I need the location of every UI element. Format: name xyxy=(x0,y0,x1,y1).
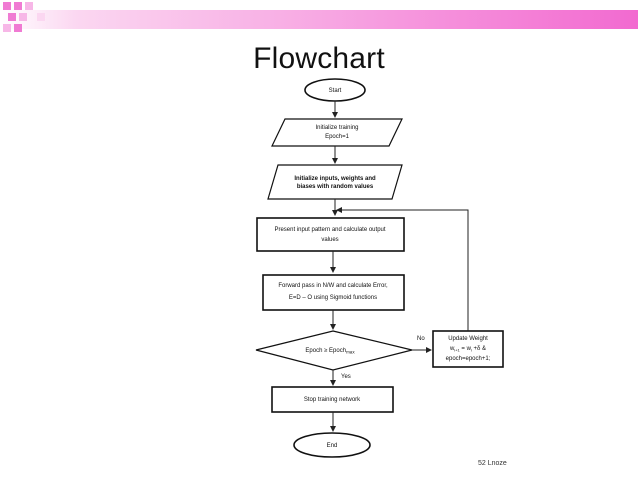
forward-line1: Forward pass in N/W and calculate Error, xyxy=(278,283,388,289)
decision-label: Epoch ≥ Epochmax xyxy=(305,348,355,355)
page-title: Flowchart xyxy=(253,42,385,75)
forward-pass-node: Forward pass in N/W and calculate Error,… xyxy=(262,274,405,311)
decorative-squares xyxy=(3,2,45,32)
init-training-line2: Epoch=1 xyxy=(325,134,350,140)
init-inputs-line1: Initialize inputs, weights and xyxy=(294,176,376,182)
update-line1: Update Weight xyxy=(448,336,488,342)
update-line2: wi+1 = wi +δ & xyxy=(449,346,486,353)
stop-label: Stop training network xyxy=(304,397,361,403)
present-line1: Present input pattern and calculate outp… xyxy=(274,227,385,233)
page-number: 52 Lnoze xyxy=(478,460,507,467)
init-training-line1: Initialize training xyxy=(315,125,358,131)
header-bar xyxy=(0,2,638,32)
end-label: End xyxy=(327,443,338,449)
forward-line2: E=D – O using Sigmoid functions xyxy=(289,295,377,301)
end-terminal: End xyxy=(293,432,371,458)
start-label: Start xyxy=(329,88,342,94)
epoch-decision-node: Epoch ≥ Epochmax xyxy=(255,330,413,371)
init-inputs-line2: biases with random values xyxy=(297,184,374,190)
start-terminal: Start xyxy=(304,78,366,102)
initialize-inputs-node: Initialize inputs, weights and biases wi… xyxy=(267,164,403,200)
update-weight-node: Update Weight wi+1 = wi +δ & epoch=epoch… xyxy=(432,330,504,368)
present-input-node: Present input pattern and calculate outp… xyxy=(256,217,405,252)
update-line3: epoch=epoch+1; xyxy=(446,356,491,362)
no-label: No xyxy=(417,336,425,342)
initialize-training-node: Initialize training Epoch=1 xyxy=(271,118,403,147)
header-gradient-strip xyxy=(0,10,638,29)
yes-label: Yes xyxy=(341,374,351,380)
stop-training-node: Stop training network xyxy=(271,386,394,413)
edge-update-loop-back xyxy=(336,207,469,331)
present-line2: values xyxy=(321,237,338,243)
